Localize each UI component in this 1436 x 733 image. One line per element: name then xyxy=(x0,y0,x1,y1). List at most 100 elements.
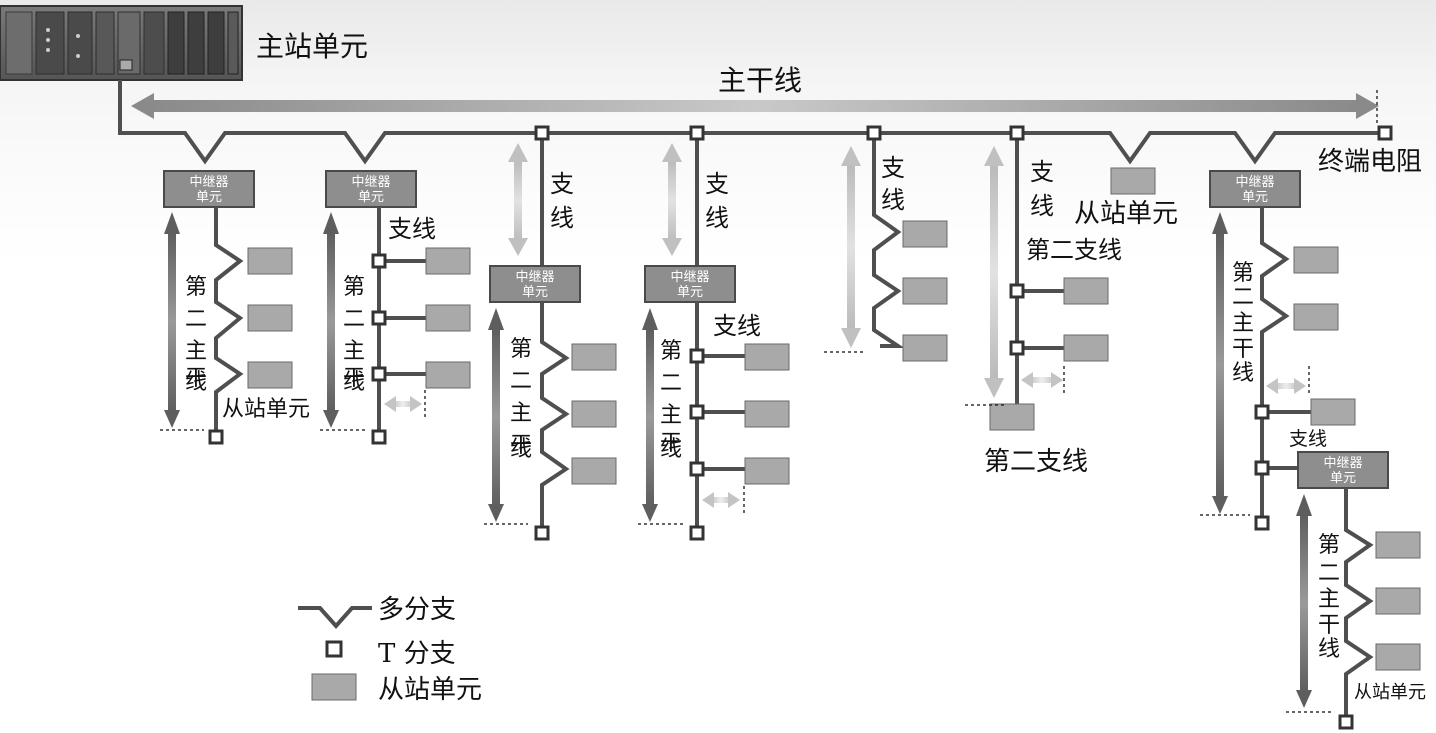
svg-text:二: 二 xyxy=(1232,285,1254,310)
t-branch-node xyxy=(1011,127,1023,139)
legend-multidrop: 多分支 xyxy=(378,595,456,625)
branch-label: 支线 xyxy=(713,312,761,340)
t-branch-node xyxy=(1256,406,1268,418)
branch-label: 支线 xyxy=(881,154,905,214)
svg-text:支: 支 xyxy=(881,154,905,182)
svg-text:中继器: 中继器 xyxy=(351,175,390,190)
terminator-node xyxy=(210,431,222,443)
svg-text:主: 主 xyxy=(1232,311,1254,336)
second-trunk-length-arrow xyxy=(323,212,339,428)
terminator-node xyxy=(373,431,385,443)
svg-text:中继器: 中继器 xyxy=(189,175,228,190)
slave-unit-box xyxy=(1064,335,1108,361)
second-trunk-length-arrow xyxy=(1212,212,1228,514)
svg-text:二: 二 xyxy=(343,307,365,332)
branch-label: 支线 xyxy=(388,215,436,243)
legend: 多分支 T 分支 从站单元 xyxy=(298,595,482,705)
slave-unit-box xyxy=(745,458,789,484)
svg-text:二: 二 xyxy=(660,371,682,396)
branch-label: 支线 xyxy=(550,170,574,232)
t-branch-node xyxy=(373,368,385,380)
branch-length-arrow xyxy=(702,492,740,508)
t-branch-node xyxy=(868,127,880,139)
t-branch-node xyxy=(691,127,703,139)
slave-unit-box xyxy=(426,305,470,331)
slave-unit-box xyxy=(745,344,789,370)
slave-unit-box xyxy=(1111,168,1155,194)
slave-unit-box xyxy=(426,248,470,274)
terminator-node xyxy=(1379,127,1391,139)
t-branch-node xyxy=(691,463,703,475)
svg-text:主: 主 xyxy=(343,339,365,364)
master-station-label: 主站单元 xyxy=(256,30,368,63)
branch-length-arrow xyxy=(1266,378,1306,394)
second-trunk-label-end: 线 xyxy=(1318,637,1340,662)
terminator-node xyxy=(691,527,703,539)
svg-text:线: 线 xyxy=(550,204,574,232)
t-branch-node xyxy=(373,255,385,267)
svg-text:单元: 单元 xyxy=(1330,471,1356,486)
t-branch-icon xyxy=(327,642,341,656)
slave-unit-icon xyxy=(312,674,356,700)
svg-text:二: 二 xyxy=(510,369,532,394)
second-trunk-label-end: 线 xyxy=(660,437,682,462)
branch-length-arrow xyxy=(508,143,528,256)
svg-text:支: 支 xyxy=(1030,158,1054,186)
slave-unit-box xyxy=(903,335,947,361)
slave-unit-box xyxy=(572,401,616,427)
repeater-unit: 中继器 单元 xyxy=(645,266,735,302)
branch-label: 支线 xyxy=(705,170,729,232)
slave-unit-box xyxy=(1294,304,1338,330)
t-branch-node xyxy=(691,406,703,418)
svg-text:二: 二 xyxy=(1318,561,1340,586)
terminator-node xyxy=(1340,716,1352,728)
slave-station-label: 从站单元 xyxy=(1074,199,1178,229)
svg-text:线: 线 xyxy=(1030,192,1054,220)
branch-length-arrow xyxy=(662,143,682,256)
svg-text:二: 二 xyxy=(185,307,207,332)
svg-text:中继器: 中继器 xyxy=(1323,456,1362,471)
second-trunk-length-arrow xyxy=(488,308,504,522)
second-trunk-length-arrow xyxy=(642,308,658,522)
second-branch-length-arrow xyxy=(984,146,1004,398)
slave-unit-box xyxy=(903,278,947,304)
slave-unit-box xyxy=(248,362,292,388)
slave-unit-box xyxy=(903,221,947,247)
repeater-unit: 中继器 单元 xyxy=(1298,452,1388,488)
main-trunk-label: 主干线 xyxy=(718,64,802,97)
branch-length-arrow xyxy=(1021,372,1063,388)
t-branch-node xyxy=(373,312,385,324)
slave-unit-box xyxy=(572,458,616,484)
legend-slave: 从站单元 xyxy=(378,675,482,705)
terminator-label: 终端电阻 xyxy=(1318,147,1422,177)
svg-text:第: 第 xyxy=(660,339,682,364)
legend-t-branch: T 分支 xyxy=(378,639,456,669)
svg-text:单元: 单元 xyxy=(358,190,384,205)
t-branch-node xyxy=(1011,342,1023,354)
svg-text:单元: 单元 xyxy=(1242,190,1268,205)
svg-text:主: 主 xyxy=(1318,587,1340,612)
terminator-node xyxy=(1256,517,1268,529)
repeater-unit: 中继器 单元 xyxy=(1210,171,1300,207)
svg-text:主: 主 xyxy=(510,401,532,426)
svg-text:干: 干 xyxy=(1318,613,1340,638)
svg-text:支: 支 xyxy=(550,170,574,198)
svg-text:单元: 单元 xyxy=(677,285,703,300)
slave-station-label: 从站单元 xyxy=(1354,682,1426,703)
slave-unit-box xyxy=(426,362,470,388)
second-trunk-label-end: 线 xyxy=(1232,361,1254,386)
svg-text:第: 第 xyxy=(510,337,532,362)
slave-unit-box xyxy=(1064,278,1108,304)
slave-unit-box xyxy=(745,401,789,427)
svg-text:主: 主 xyxy=(185,339,207,364)
repeater-unit: 中继器 单元 xyxy=(326,171,416,207)
svg-text:第: 第 xyxy=(185,275,207,300)
svg-text:干: 干 xyxy=(1232,337,1254,362)
second-trunk-length-arrow xyxy=(1296,494,1312,708)
branch-length-arrow xyxy=(841,146,861,348)
second-trunk-label-end: 线 xyxy=(185,370,207,395)
branch-label: 支线 xyxy=(1030,158,1054,220)
svg-text:线: 线 xyxy=(881,186,905,214)
multidrop-icon xyxy=(298,608,372,626)
